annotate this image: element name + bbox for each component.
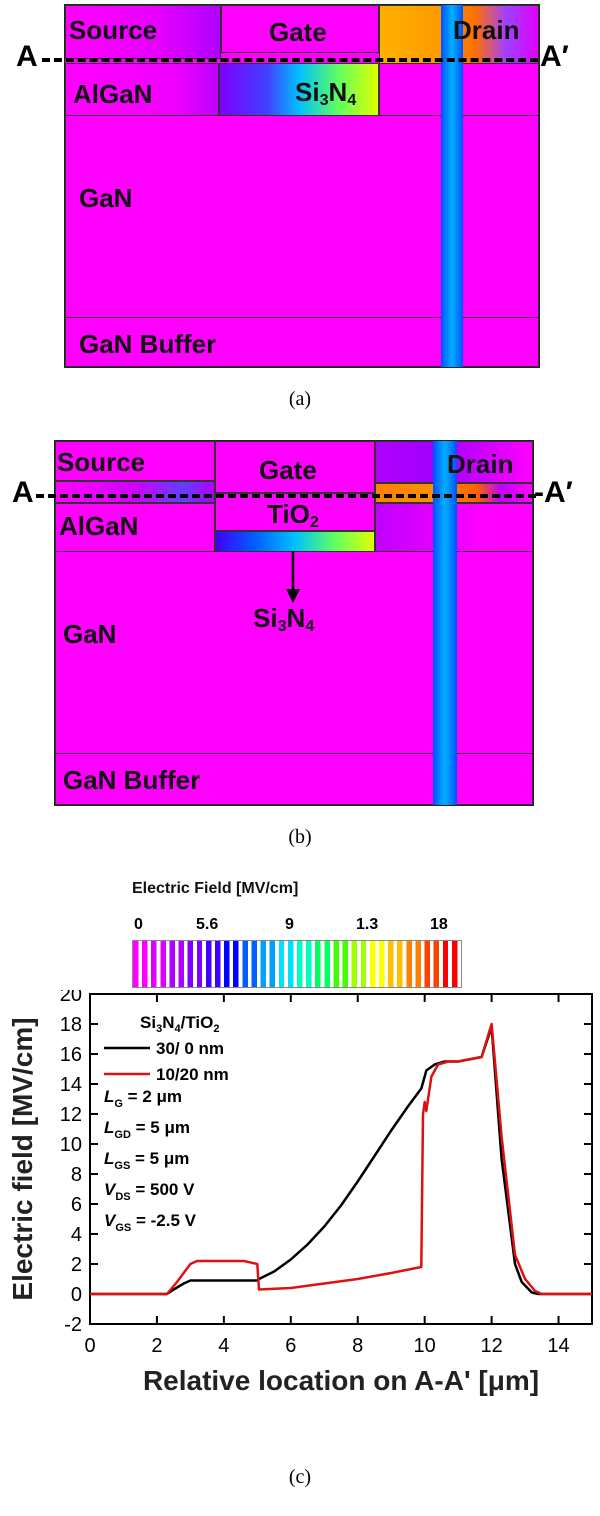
panel-a-si3n4-region [219, 63, 379, 117]
panel-b-cut-right-label: -A′ [534, 476, 573, 509]
panel-b-caption: (b) [288, 826, 312, 848]
colorbar-tick-0: 0 [134, 916, 143, 933]
y-tick-label: -2 [64, 1314, 82, 1336]
panel-b-label-tio2: TiO2 [267, 499, 319, 532]
x-tick-label: 8 [352, 1335, 363, 1357]
panel-b-label-algan: AlGaN [59, 511, 139, 541]
panel-b-cutline [36, 494, 536, 498]
y-tick-label: 4 [71, 1224, 82, 1246]
colorbar-title: Electric Field [MV/cm] [132, 880, 299, 897]
panel-a-cut-left-label: A [16, 40, 38, 73]
panel-a-field-column [441, 5, 463, 367]
panel-c-caption: (c) [288, 1466, 312, 1488]
panel-b-device-cross-section: Source Gate Drain AlGaN TiO2 GaN Si3N4 G… [54, 440, 534, 806]
legend-label-1: 30/ 0 nm [156, 1039, 224, 1058]
panel-b-algan-region [55, 503, 215, 553]
y-tick-label: 18 [60, 1014, 82, 1036]
y-tick-label: 10 [60, 1134, 82, 1156]
y-tick-label: 0 [71, 1284, 82, 1306]
panel-a-label-gan: GaN [79, 183, 133, 213]
y-tick-label: 8 [71, 1164, 82, 1186]
panel-a-caption: (a) [288, 388, 312, 410]
x-tick-label: 2 [151, 1335, 162, 1357]
panel-b-label-si3n4: Si3N4 [253, 603, 315, 636]
y-tick-label: 14 [60, 1074, 82, 1096]
plot-frame [89, 993, 593, 1325]
panel-b-cut-left-label: A [12, 476, 34, 509]
panel-b-gate-region [215, 441, 375, 493]
panel-b-field-column [433, 441, 457, 805]
x-tick-label: 10 [414, 1335, 436, 1357]
panel-a-gate-region [221, 5, 379, 53]
panel-b-label-gate: Gate [259, 455, 317, 485]
panel-a-label-source: Source [69, 15, 158, 45]
annotation-5: VGS = -2.5 V [104, 1211, 197, 1234]
panel-a-label-si3n4: Si3N4 [295, 77, 357, 110]
y-tick-label: 2 [71, 1254, 82, 1276]
colorbar-tick-4: 18 [430, 916, 448, 933]
panel-b-label-source: Source [57, 447, 146, 477]
panel-a-gan-region [65, 115, 539, 319]
x-tick-label: 0 [84, 1335, 95, 1357]
y-tick-label: 6 [71, 1194, 82, 1216]
panel-b-label-buffer: GaN Buffer [63, 765, 201, 795]
panel-b-label-drain: Drain [447, 449, 514, 479]
panel-b-label-gan: GaN [63, 619, 117, 649]
panel-a-cut-right-label: A′ [540, 40, 569, 73]
panel-a-label-algan: AlGaN [73, 79, 153, 109]
colorbar-tick-3: 1.3 [356, 916, 379, 933]
x-tick-label: 12 [480, 1335, 502, 1357]
panel-b-source-region [55, 441, 215, 481]
panel-a-cutline [42, 58, 538, 62]
annotation-3: LGS = 5 μm [104, 1149, 189, 1172]
legend: Si3N4/TiO2 30/ 0 nm 10/20 nm [104, 1013, 229, 1084]
x-tick-label: 6 [285, 1335, 296, 1357]
annotation-4: VDS = 500 V [104, 1180, 195, 1203]
x-tick-label: 14 [547, 1335, 569, 1357]
panel-b-si3n4-arrow [286, 551, 300, 603]
panel-a-label-gate: Gate [269, 17, 327, 47]
y-tick-label: 12 [60, 1104, 82, 1126]
panel-b-tio2-region [215, 493, 375, 531]
panel-b-source-strip [55, 481, 215, 503]
panel-a-device-cross-section: Source Gate Drain AlGaN Si3N4 GaN GaN Bu… [64, 4, 540, 368]
x-tick-label: 4 [218, 1335, 229, 1357]
panel-a-label-buffer: GaN Buffer [79, 329, 217, 359]
y-tick-label: 20 [60, 990, 82, 1006]
annotation-1: LG = 2 μm [104, 1087, 182, 1110]
series-line-2 [90, 1022, 592, 1296]
colorbar-tick-1: 5.6 [196, 916, 219, 933]
x-axis-label: Relative location on A-A' [μm] [143, 1365, 539, 1396]
series-line-1 [90, 1025, 592, 1296]
legend-label-2: 10/20 nm [156, 1065, 229, 1084]
colorbar-gradient [132, 940, 462, 988]
legend-title: Si3N4/TiO2 [140, 1013, 219, 1035]
y-tick-label: 16 [60, 1044, 82, 1066]
panel-a-source-region [65, 5, 221, 59]
annotation-2: LGD = 5 μm [104, 1118, 190, 1141]
colorbar-tick-2: 9 [285, 916, 294, 933]
y-axis-label: Electric field [MV/cm] [7, 1017, 38, 1300]
panel-a-label-drain: Drain [453, 15, 520, 45]
